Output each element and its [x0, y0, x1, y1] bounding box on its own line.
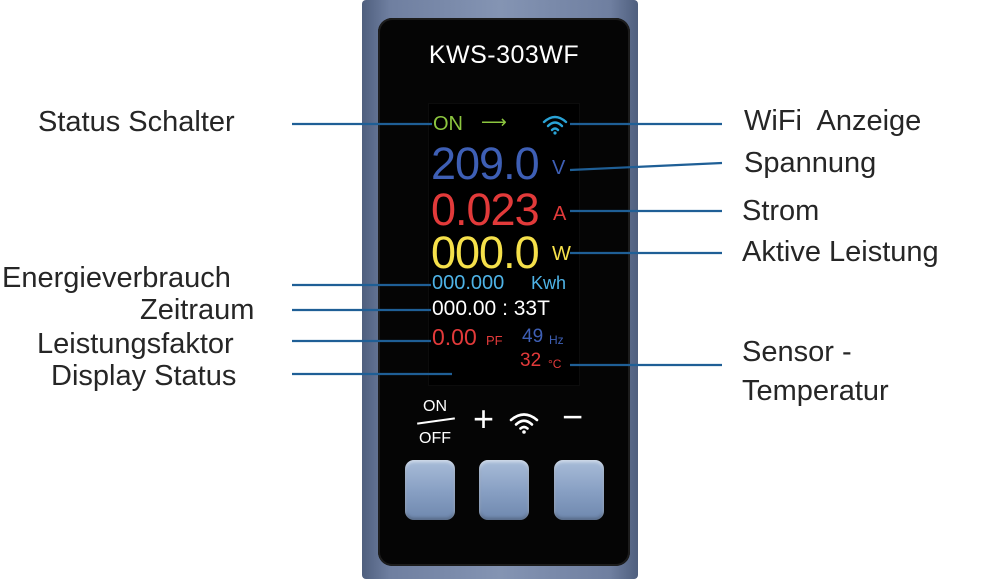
- model-name: KWS-303WF: [428, 41, 580, 69]
- voltage-value: 209.0: [431, 138, 540, 189]
- frequency-value: 49: [522, 326, 544, 347]
- leader-voltage: [569, 161, 723, 172]
- energy-unit: Kwh: [531, 273, 567, 293]
- voltage-unit: V: [552, 157, 566, 179]
- label-sensor-line2: Temperatur: [742, 375, 889, 407]
- label-energy: Energieverbrauch: [2, 262, 231, 294]
- temperature-value: 32: [520, 350, 542, 371]
- label-wifi: WiFi Anzeige: [744, 105, 922, 137]
- wifi-button-icon: [509, 413, 539, 434]
- frequency-unit: Hz: [549, 333, 564, 347]
- off-label: OFF: [419, 430, 451, 447]
- lcd-screen: [428, 103, 580, 386]
- power-unit: W: [552, 243, 571, 265]
- energy-value: 000.000: [432, 272, 505, 294]
- current-value: 0.023: [431, 184, 540, 235]
- current-unit: A: [553, 203, 567, 225]
- label-sensor-line1: Sensor -: [742, 336, 852, 368]
- temperature-unit: °C: [548, 357, 562, 371]
- arrow-icon: ⟶: [481, 112, 507, 132]
- label-active-power: Aktive Leistung: [742, 236, 939, 268]
- wifi-icon: [542, 115, 568, 135]
- switch-status-value: ON: [433, 113, 463, 135]
- label-power-factor: Leistungsfaktor: [37, 328, 234, 360]
- label-display-status: Display Status: [51, 360, 237, 392]
- label-status-switch: Status Schalter: [38, 106, 235, 138]
- minus-button[interactable]: [554, 460, 604, 520]
- label-current: Strom: [742, 195, 820, 227]
- minus-icon: −: [562, 396, 584, 437]
- label-period: Zeitraum: [140, 294, 255, 326]
- on-label: ON: [423, 398, 447, 415]
- time-value: 000.00 : 33T: [432, 297, 550, 320]
- power-value: 000.0: [431, 227, 540, 278]
- power-factor-value: 0.00: [432, 324, 477, 350]
- on-off-button[interactable]: [405, 460, 455, 520]
- power-factor-unit: PF: [486, 333, 503, 348]
- label-voltage: Spannung: [744, 147, 877, 179]
- plus-icon: +: [473, 398, 495, 439]
- plus-wifi-button[interactable]: [479, 460, 529, 520]
